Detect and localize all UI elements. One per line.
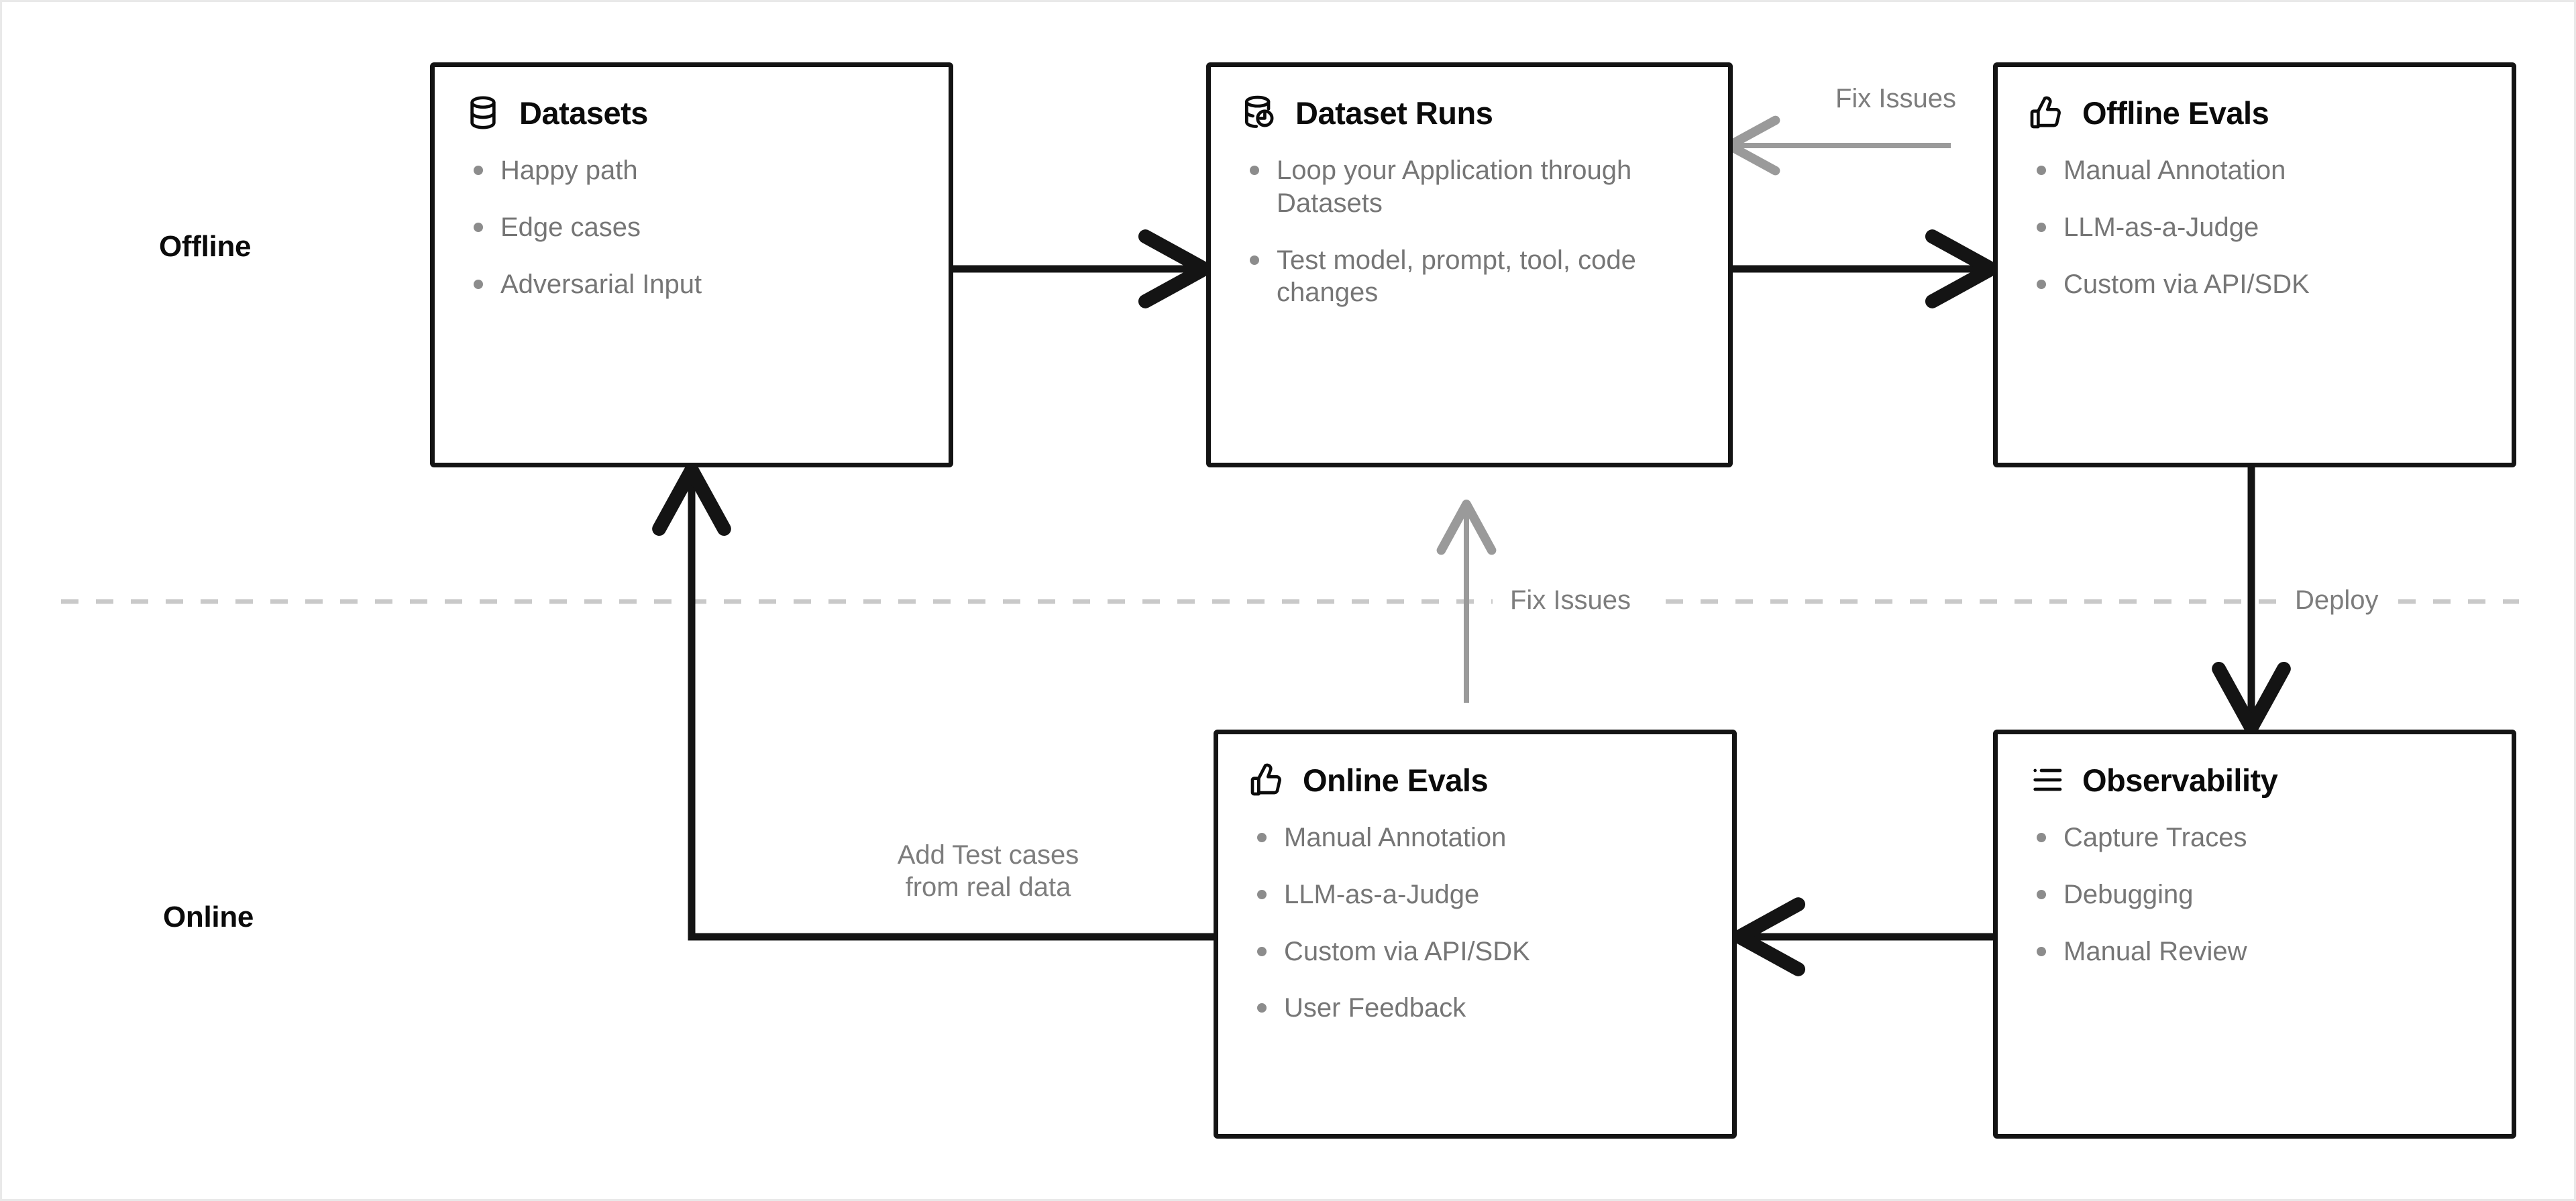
divider-label-fix-issues: Fix Issues: [1493, 587, 1649, 614]
node-header: Offline Evals: [2027, 94, 2482, 131]
node-bullet-list: Capture Traces Debugging Manual Review: [2027, 821, 2482, 968]
list-item: Capture Traces: [2027, 821, 2482, 854]
list-item: LLM-as-a-Judge: [2027, 211, 2482, 244]
database-icon: [470, 96, 496, 129]
node-title: Online Evals: [1303, 762, 1489, 798]
list-item: Manual Annotation: [2027, 154, 2482, 187]
list-item: Custom via API/SDK: [1248, 935, 1703, 968]
node-title: Offline Evals: [2082, 95, 2269, 131]
node-bullet-list: Manual Annotation LLM-as-a-Judge Custom …: [1248, 821, 1703, 1025]
node-title: Dataset Runs: [1295, 95, 1493, 131]
node-observability[interactable]: Observability Capture Traces Debugging M…: [1993, 730, 2516, 1139]
list-item: User Feedback: [1248, 992, 1703, 1025]
node-datasets[interactable]: Datasets Happy path Edge cases Adversari…: [430, 62, 953, 467]
node-title: Datasets: [519, 95, 648, 131]
divider-label-deploy: Deploy: [2277, 587, 2396, 614]
node-header: Dataset Runs: [1240, 94, 1699, 131]
list-item: Debugging: [2027, 878, 2482, 911]
list-item: Test model, prompt, tool, code changes: [1240, 244, 1699, 310]
list-item: Manual Review: [2027, 935, 2482, 968]
list-icon: [2033, 768, 2062, 791]
database-refresh-icon: [1245, 95, 1274, 128]
node-dataset-runs[interactable]: Dataset Runs Loop your Application throu…: [1206, 62, 1733, 467]
node-bullet-list: Happy path Edge cases Adversarial Input: [464, 154, 919, 300]
edge-label-add-test-cases: Add Test cases from real data: [897, 840, 1079, 902]
lane-label-online: Online: [163, 901, 254, 933]
list-item: Adversarial Input: [464, 268, 919, 301]
node-online-evals[interactable]: Online Evals Manual Annotation LLM-as-a-…: [1214, 730, 1737, 1139]
node-header: Online Evals: [1248, 761, 1703, 799]
list-item: Edge cases: [464, 211, 919, 244]
node-bullet-list: Loop your Application through Datasets T…: [1240, 154, 1699, 309]
list-item: LLM-as-a-Judge: [1248, 878, 1703, 911]
list-item: Custom via API/SDK: [2027, 268, 2482, 301]
lane-label-offline: Offline: [159, 230, 252, 263]
list-item: Happy path: [464, 154, 919, 187]
node-title: Observability: [2082, 762, 2278, 798]
edge-label-fix-issues-top: Fix Issues: [1835, 84, 1957, 113]
node-header: Observability: [2027, 761, 2482, 799]
node-bullet-list: Manual Annotation LLM-as-a-Judge Custom …: [2027, 154, 2482, 300]
node-offline-evals[interactable]: Offline Evals Manual Annotation LLM-as-a…: [1993, 62, 2516, 467]
thumbs-up-icon: [1250, 763, 1281, 796]
list-item: Manual Annotation: [1248, 821, 1703, 854]
list-item: Loop your Application through Datasets: [1240, 154, 1699, 220]
thumbs-up-icon: [2030, 96, 2061, 129]
node-header: Datasets: [464, 94, 919, 131]
